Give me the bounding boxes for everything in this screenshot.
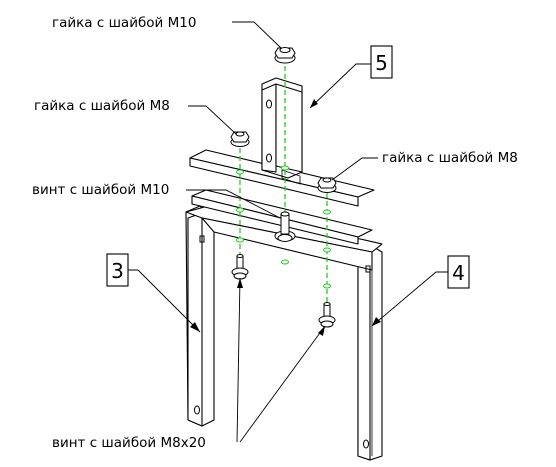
right-slot <box>365 265 371 273</box>
leader-screw-m8x20-b <box>239 325 326 443</box>
callout-number: 5 <box>375 51 388 75</box>
arrowhead-screw-a <box>237 278 243 288</box>
left-leg-hole <box>194 405 200 415</box>
arrowhead-part-4 <box>372 317 381 326</box>
leaders <box>128 21 448 443</box>
hole <box>323 209 331 215</box>
arrowheads <box>190 99 381 336</box>
callout-number: 3 <box>111 259 124 283</box>
label-screw-m10: винт с шайбой М10 <box>32 182 169 198</box>
screw-m10 <box>274 211 296 242</box>
arrowhead-screw-b <box>318 326 325 336</box>
part-5-bracket <box>261 77 303 185</box>
left-leg-front <box>187 212 203 427</box>
leader-screw-m10 <box>186 189 281 219</box>
bracket-front <box>275 83 303 173</box>
hole <box>236 237 244 243</box>
callout-part-5: 5 <box>370 45 393 79</box>
screw-m8x20-left <box>231 254 249 280</box>
bracket-hole-top <box>266 99 272 109</box>
bracket-side <box>261 83 277 173</box>
hole <box>281 259 289 265</box>
label-nut-m8-right: гайка с шайбой М8 <box>382 150 518 166</box>
callout-part-4: 4 <box>447 255 470 289</box>
plate-holes <box>236 165 331 289</box>
hole <box>236 207 244 213</box>
label-nut-m8-left: гайка с шайбой М8 <box>34 98 170 114</box>
nut-m8-left <box>230 131 250 147</box>
leader-part-3 <box>128 269 201 333</box>
callout-number: 4 <box>452 261 465 285</box>
hole <box>323 247 331 253</box>
left-slot <box>199 235 205 243</box>
hole <box>236 169 244 175</box>
screw-m8x20-right <box>318 302 336 328</box>
hole <box>281 165 289 171</box>
leader-screw-m8x20-a <box>236 277 241 443</box>
arrowhead-part-3 <box>190 322 200 332</box>
arrowhead-part-5 <box>310 99 318 108</box>
right-leg-hole <box>363 439 369 449</box>
lower-plate-front <box>191 195 359 245</box>
leader-nut-m8-left <box>188 105 237 135</box>
label-nut-m10: гайка с шайбой М10 <box>52 15 196 31</box>
leader-part-5 <box>309 63 371 109</box>
label-screw-m8x20: винт с шайбой М8х20 <box>52 435 206 451</box>
nut-m10 <box>274 47 296 64</box>
bracket-foot <box>281 169 301 185</box>
nut-m8-right <box>317 177 337 193</box>
u-bracket <box>185 204 383 461</box>
right-leg-front <box>357 253 371 461</box>
leader-nut-m8-right <box>331 157 378 181</box>
leader-part-4 <box>371 271 448 327</box>
hole <box>323 283 331 289</box>
leader-nut-m10 <box>232 21 282 49</box>
bracket-hole-bottom <box>266 153 272 163</box>
callout-part-3: 3 <box>106 253 129 287</box>
mid-plate-front <box>189 157 359 207</box>
